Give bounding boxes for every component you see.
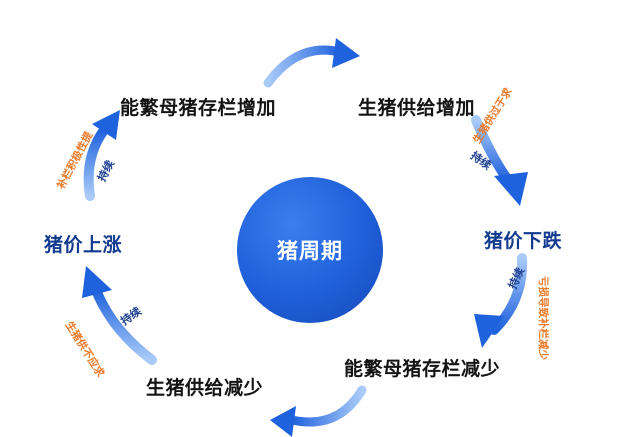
node-price-fall: 猪价下跌 (484, 230, 563, 252)
node-supply-decrease: 生猪供给减少 (146, 377, 264, 399)
node-supply-increase: 生猪供给增加 (358, 97, 476, 119)
arrow-bottom (270, 385, 367, 437)
edge-label-right-lower-reason: 亏损导致补栏减少 (537, 276, 549, 360)
arrow-right-upper (471, 115, 528, 206)
arrow-top (263, 38, 360, 88)
node-sow-stock-increase: 能繁母猪存栏增加 (120, 97, 277, 119)
center-label: 猪周期 (277, 239, 343, 263)
node-price-rise: 猪价上涨 (44, 234, 123, 256)
arrow-left-upper (83, 110, 120, 201)
center-circle: 猪周期 (237, 177, 383, 323)
arrow-left-lower (82, 266, 157, 365)
node-sow-stock-decrease: 能繁母猪存栏减少 (344, 358, 501, 380)
arrow-right-lower (474, 253, 528, 348)
